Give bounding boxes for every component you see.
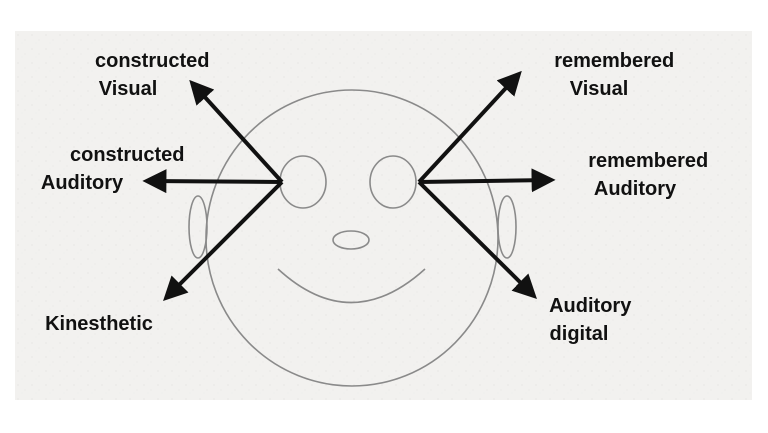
- arrow-auditory-digital: [417, 180, 537, 299]
- label-kinesthetic: Kinesthetic: [45, 313, 153, 335]
- face: [188, 89, 517, 387]
- label-auditory-digital: Auditory digital: [549, 295, 637, 345]
- right-eye: [369, 155, 417, 209]
- arrow-kinesthetic: [163, 180, 284, 301]
- arrow-remembered-visual: [417, 70, 522, 184]
- arrow-remembered-auditory: [418, 168, 556, 193]
- mouth: [277, 268, 426, 304]
- label-remembered-visual: remembered Visual: [554, 50, 680, 100]
- label-remembered-auditory: remembered Auditory: [588, 150, 714, 200]
- left-ear: [188, 195, 208, 259]
- right-ear: [497, 195, 517, 259]
- label-constructed-visual: constructed Visual: [95, 50, 215, 100]
- eye-accessing-diagram: constructed Visual constructed Auditory …: [15, 31, 752, 400]
- arrow-constructed-auditory: [142, 169, 283, 194]
- arrow-constructed-visual: [189, 79, 284, 184]
- diagram-panel: constructed Visual constructed Auditory …: [15, 31, 752, 400]
- label-constructed-auditory: constructed Auditory: [41, 144, 190, 194]
- nose: [332, 230, 370, 250]
- textured-background: [15, 31, 752, 400]
